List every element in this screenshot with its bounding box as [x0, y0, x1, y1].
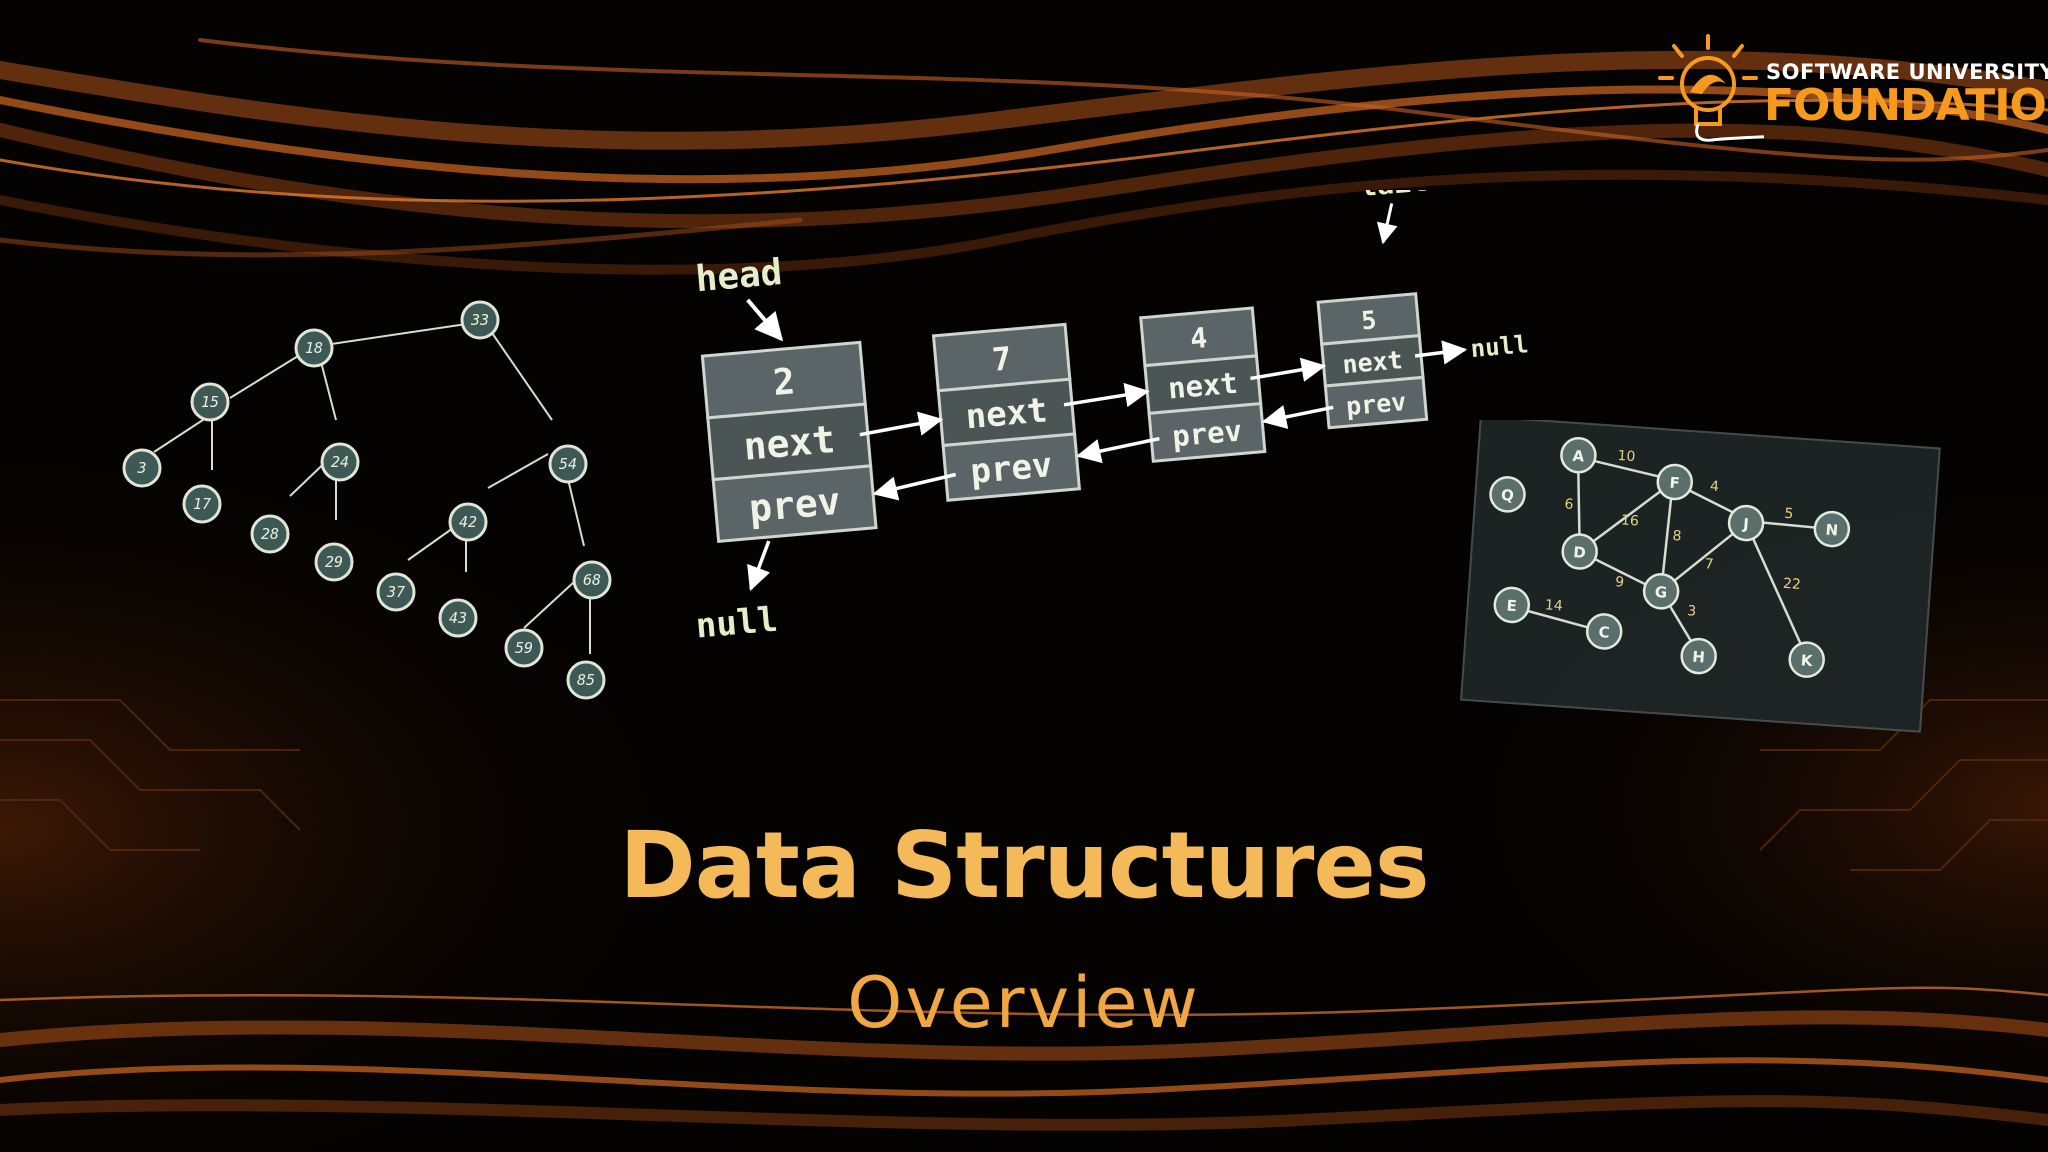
- graph-node-label: D: [1573, 543, 1587, 562]
- graph-node-label: J: [1742, 515, 1750, 533]
- graph-node-label: Q: [1500, 486, 1514, 505]
- graph-node-label: G: [1654, 583, 1668, 602]
- tree-node-label: 42: [459, 513, 477, 531]
- tree-node-label: 17: [193, 495, 211, 513]
- next-label: next: [964, 390, 1049, 437]
- tree-node-label: 3: [136, 459, 146, 477]
- tail-null-label: null: [1470, 330, 1530, 363]
- list-node-value: 4: [1189, 321, 1209, 355]
- list-node-value: 5: [1360, 305, 1378, 335]
- edge-weight: 22: [1782, 576, 1801, 593]
- edge-weight: 4: [1710, 478, 1720, 495]
- prev-label: prev: [747, 479, 842, 531]
- list-node: 4 next prev: [1139, 306, 1267, 463]
- lightbulb-icon: [1658, 34, 1764, 142]
- list-node-value: 7: [991, 339, 1014, 379]
- tree-node-label: 29: [325, 553, 343, 571]
- tree-node-label: 68: [583, 571, 601, 589]
- prev-label: prev: [1345, 387, 1408, 421]
- graph-node-label: E: [1506, 597, 1517, 616]
- tree-node-label: 54: [559, 455, 577, 473]
- tree-node-label: 85: [577, 671, 595, 689]
- next-label: next: [742, 417, 837, 469]
- edge-weight: 5: [1784, 506, 1794, 523]
- list-node: 7 next prev: [931, 322, 1082, 502]
- edge-weight: 8: [1672, 528, 1682, 545]
- weighted-graph-diagram: 10 4 5 6 16 8 7 9 22 14 3: [1460, 420, 1941, 733]
- list-node: 5 next prev: [1316, 292, 1429, 430]
- edge-weight: 3: [1687, 603, 1697, 620]
- list-node: 2 next prev: [700, 340, 878, 544]
- edge-weight: 16: [1620, 512, 1639, 529]
- graph-node-label: F: [1669, 474, 1680, 493]
- graph-node-label: C: [1598, 623, 1610, 642]
- tree-node-label: 37: [386, 583, 405, 601]
- tree-node-label: 59: [515, 639, 533, 657]
- prev-label: prev: [969, 445, 1054, 492]
- tree-node-label: 18: [305, 339, 323, 357]
- next-label: next: [1167, 366, 1240, 406]
- tree-node-label: 24: [331, 453, 349, 471]
- slide-subtitle: Overview: [847, 962, 1201, 1044]
- binary-tree-diagram: 33 18 15 24 54 3 17 28 29 42 68 37 43 59…: [122, 300, 612, 700]
- edge-weight: 7: [1704, 556, 1714, 573]
- logo-text-software-university: SOFTWARE UNIVERSITY: [1766, 60, 2048, 84]
- next-label: next: [1341, 345, 1404, 379]
- graph-node-label: K: [1800, 651, 1814, 670]
- edge-weight: 10: [1617, 448, 1636, 465]
- tree-node-label: 15: [201, 393, 219, 411]
- tree-node-label: 33: [470, 311, 489, 329]
- tail-label: tail: [1359, 190, 1429, 203]
- list-node-value: 2: [771, 361, 796, 404]
- edge-weight: 6: [1564, 496, 1574, 513]
- head-label: head: [694, 252, 784, 300]
- tree-node-label: 28: [261, 525, 279, 543]
- head-null-label: null: [694, 600, 779, 647]
- slide-title: Data Structures: [619, 812, 1429, 919]
- software-university-logo: SOFTWARE UNIVERSITY FOUNDATION: [1652, 32, 2048, 150]
- doubly-linked-list-diagram: head tail 2 next prev 7 next prev: [694, 190, 1530, 647]
- graph-node-label: N: [1825, 521, 1839, 540]
- graph-node-label: A: [1572, 447, 1585, 466]
- prev-label: prev: [1171, 413, 1244, 453]
- graph-node-label: H: [1692, 648, 1706, 667]
- edge-weight: 14: [1544, 597, 1563, 614]
- logo-text-foundation: FOUNDATION: [1764, 80, 2048, 131]
- tree-node-label: 43: [449, 609, 467, 627]
- edge-weight: 9: [1615, 574, 1625, 591]
